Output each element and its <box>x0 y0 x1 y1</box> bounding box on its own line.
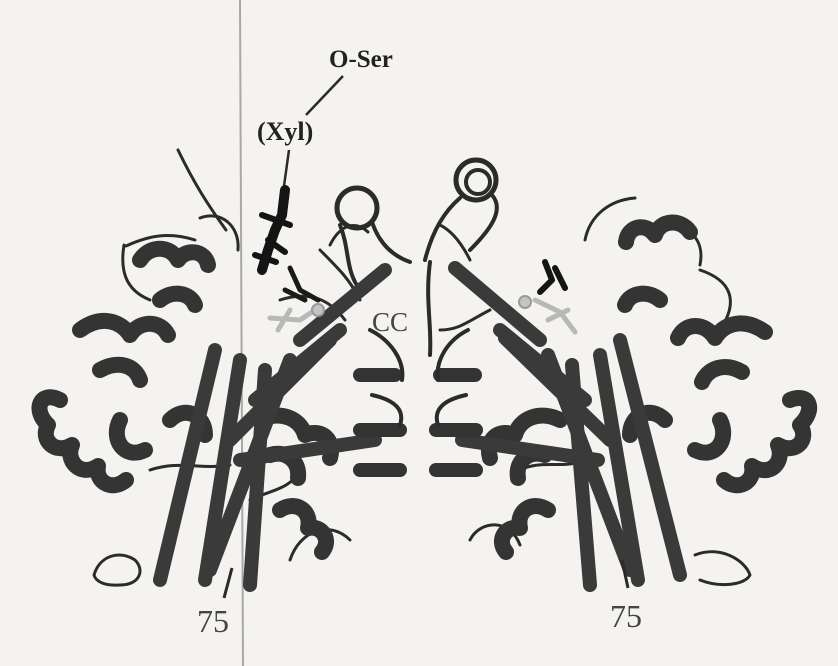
left-monomer <box>39 150 410 585</box>
residue-75-left-label: 75 <box>197 603 229 640</box>
crease-line <box>240 0 243 666</box>
leader-line-xyl <box>284 150 289 186</box>
xyl-label: (Xyl) <box>257 117 313 147</box>
right-helices <box>489 223 809 552</box>
right-central-blocks <box>436 375 476 470</box>
cc-label: CC <box>372 307 408 338</box>
residue-75-right-label: 75 <box>610 598 642 635</box>
right-monomer <box>425 160 809 585</box>
left-ligand <box>255 190 324 330</box>
right-coil-loops <box>440 198 750 585</box>
left-helices <box>39 249 331 552</box>
residue-75-left-tick <box>224 568 232 598</box>
right-beta-strands <box>455 268 680 585</box>
right-top-loop-inner <box>466 170 490 194</box>
o-ser-label: O-Ser <box>329 46 393 74</box>
left-central-blocks <box>360 375 400 470</box>
leader-line-oser <box>306 76 343 115</box>
